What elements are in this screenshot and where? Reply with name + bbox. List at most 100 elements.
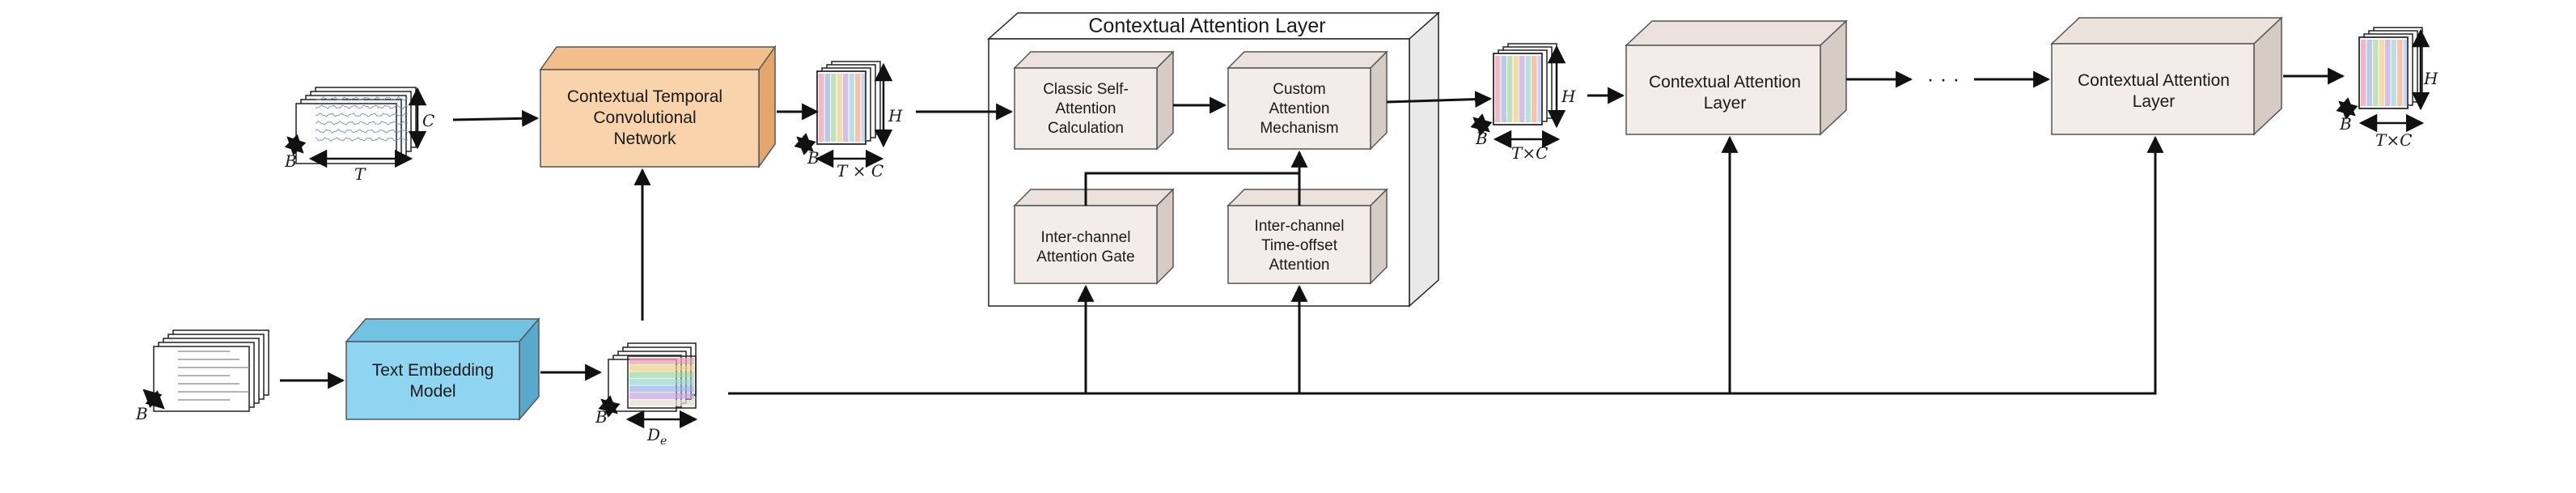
stack-stripe bbox=[1537, 56, 1543, 122]
dim-arrow-B-ctcn-out bbox=[794, 133, 816, 155]
stack-stripe bbox=[1519, 56, 1525, 122]
classic-label-line3: Calculation bbox=[1048, 120, 1124, 137]
input-signal-stack bbox=[284, 87, 427, 168]
stack-front-sheet bbox=[1493, 53, 1543, 125]
text-embedding-model-box: Text Embedding Model bbox=[345, 317, 540, 422]
contextual-attention-layer-n-box: Contextual Attention Layer bbox=[2050, 16, 2283, 136]
timeoffset-label-line2: Time-offset bbox=[1261, 237, 1338, 254]
stack-stripe bbox=[861, 74, 866, 142]
tem-top-face bbox=[345, 318, 540, 342]
label-C-input: C bbox=[422, 111, 434, 130]
classic-front-face bbox=[1014, 67, 1158, 150]
stack-stripe bbox=[2366, 40, 2372, 106]
emb-stripe bbox=[629, 358, 694, 364]
cal-group-title: Contextual Attention Layer bbox=[1088, 15, 1325, 37]
cal2-front-face bbox=[1625, 45, 1821, 135]
classic-top-face bbox=[1013, 51, 1175, 69]
cal3-label-line1: Contextual Attention bbox=[2078, 71, 2230, 90]
signal-trace bbox=[315, 96, 409, 101]
contextual-attention-layer-group: Contextual Attention Layer Classic Self-… bbox=[987, 11, 1440, 308]
cal-output-stack bbox=[1470, 43, 1566, 149]
stack-stripe bbox=[2373, 40, 2379, 106]
classic-label-line1: Classic Self- bbox=[1043, 81, 1129, 98]
stack-front-sheet bbox=[2358, 36, 2409, 109]
cal3-label-line2: Layer bbox=[2133, 92, 2176, 111]
stack-stripe bbox=[2403, 40, 2409, 106]
timeoffset-label-line3: Attention bbox=[1269, 257, 1330, 274]
custom-front-face bbox=[1227, 67, 1371, 150]
timeoffset-top-face bbox=[1227, 189, 1388, 206]
tem-label-line2: Model bbox=[409, 382, 455, 401]
emb-stripe bbox=[629, 364, 694, 372]
cal2-label-line2: Layer bbox=[1704, 94, 1747, 113]
emb-front-sheet bbox=[627, 355, 697, 409]
dim-arrow-B-text bbox=[142, 389, 165, 410]
custom-label-line3: Mechanism bbox=[1260, 120, 1338, 137]
text-input-stack bbox=[142, 329, 269, 412]
arrow-gates-to-custom bbox=[1084, 172, 1299, 206]
gate-top-face bbox=[1013, 189, 1175, 206]
ctcn-label-line1: Contextual Temporal bbox=[567, 87, 722, 106]
dim-arrow-B-final bbox=[2336, 97, 2358, 120]
emb-stripe bbox=[629, 378, 694, 385]
embedding-output-stack bbox=[598, 342, 698, 429]
stack-stripe bbox=[2379, 40, 2384, 106]
ellipsis: · · · bbox=[1927, 66, 1960, 91]
cal3-top-face bbox=[2050, 17, 2283, 45]
timeoffset-side-face bbox=[1370, 188, 1388, 285]
emb-stripe bbox=[629, 385, 694, 393]
label-B-final: B bbox=[2339, 114, 2352, 134]
cal2-top-face bbox=[1625, 20, 1848, 46]
label-TxC-cal-out: T×C bbox=[1511, 143, 1548, 163]
label-T-input: T bbox=[354, 164, 366, 184]
gate-front-face bbox=[1014, 205, 1158, 284]
emb-stripe bbox=[629, 393, 694, 399]
timeoffset-label-line1: Inter-channel bbox=[1255, 218, 1345, 235]
stack-stripe bbox=[843, 74, 849, 142]
gate-label-line1: Inter-channel bbox=[1041, 229, 1131, 246]
ctcn-output-stack bbox=[794, 61, 893, 168]
emb-stripe bbox=[629, 399, 694, 406]
tem-label-line1: Text Embedding bbox=[372, 361, 494, 380]
bus-embedding-line bbox=[728, 135, 2164, 395]
signal-trace bbox=[315, 104, 409, 109]
final-output-stack bbox=[2336, 27, 2430, 133]
label-H-final: H bbox=[2423, 69, 2438, 88]
label-De-emb: De bbox=[646, 425, 667, 448]
stack-stripe bbox=[2397, 40, 2403, 106]
dim-arrow-B-emb bbox=[598, 395, 621, 418]
ctcn-label-line2: Convolutional bbox=[593, 108, 696, 127]
label-B-cal-out: B bbox=[1475, 129, 1488, 148]
signal-trace bbox=[315, 128, 409, 134]
stack-stripe bbox=[1532, 56, 1537, 122]
stack-stripe bbox=[819, 74, 824, 142]
label-H-cal-out: H bbox=[1561, 87, 1576, 106]
stack-stripe bbox=[1513, 56, 1519, 122]
timeoffset-front-face bbox=[1227, 205, 1371, 284]
signal-trace bbox=[315, 121, 409, 125]
ctcn-top-face bbox=[539, 46, 777, 70]
label-TxC-ctcn-out: T × C bbox=[837, 161, 883, 181]
stack-stripe bbox=[1525, 56, 1531, 122]
signal-trace bbox=[315, 137, 409, 142]
arrow-custom-to-stackB bbox=[1386, 91, 1493, 108]
label-B-input: B bbox=[284, 151, 297, 171]
tem-front-face bbox=[345, 341, 520, 420]
stack-stripe bbox=[1495, 56, 1501, 122]
stack-stripe bbox=[824, 74, 830, 142]
stack-stripe bbox=[2385, 40, 2391, 106]
cal2-label-line1: Contextual Attention bbox=[1649, 73, 1801, 91]
stack-stripe bbox=[837, 74, 842, 142]
custom-side-face bbox=[1370, 50, 1388, 151]
label-H-ctcn-out: H bbox=[888, 106, 903, 125]
stack-stripe bbox=[1507, 56, 1513, 122]
connectors bbox=[280, 67, 2345, 395]
dim-arrow-B-input bbox=[284, 134, 307, 156]
cal-group-side-face bbox=[1409, 11, 1439, 308]
ctcn-front-face bbox=[540, 69, 760, 168]
text-sheet bbox=[153, 346, 250, 412]
custom-label-line2: Attention bbox=[1269, 100, 1330, 117]
stack-stripe bbox=[855, 74, 861, 142]
